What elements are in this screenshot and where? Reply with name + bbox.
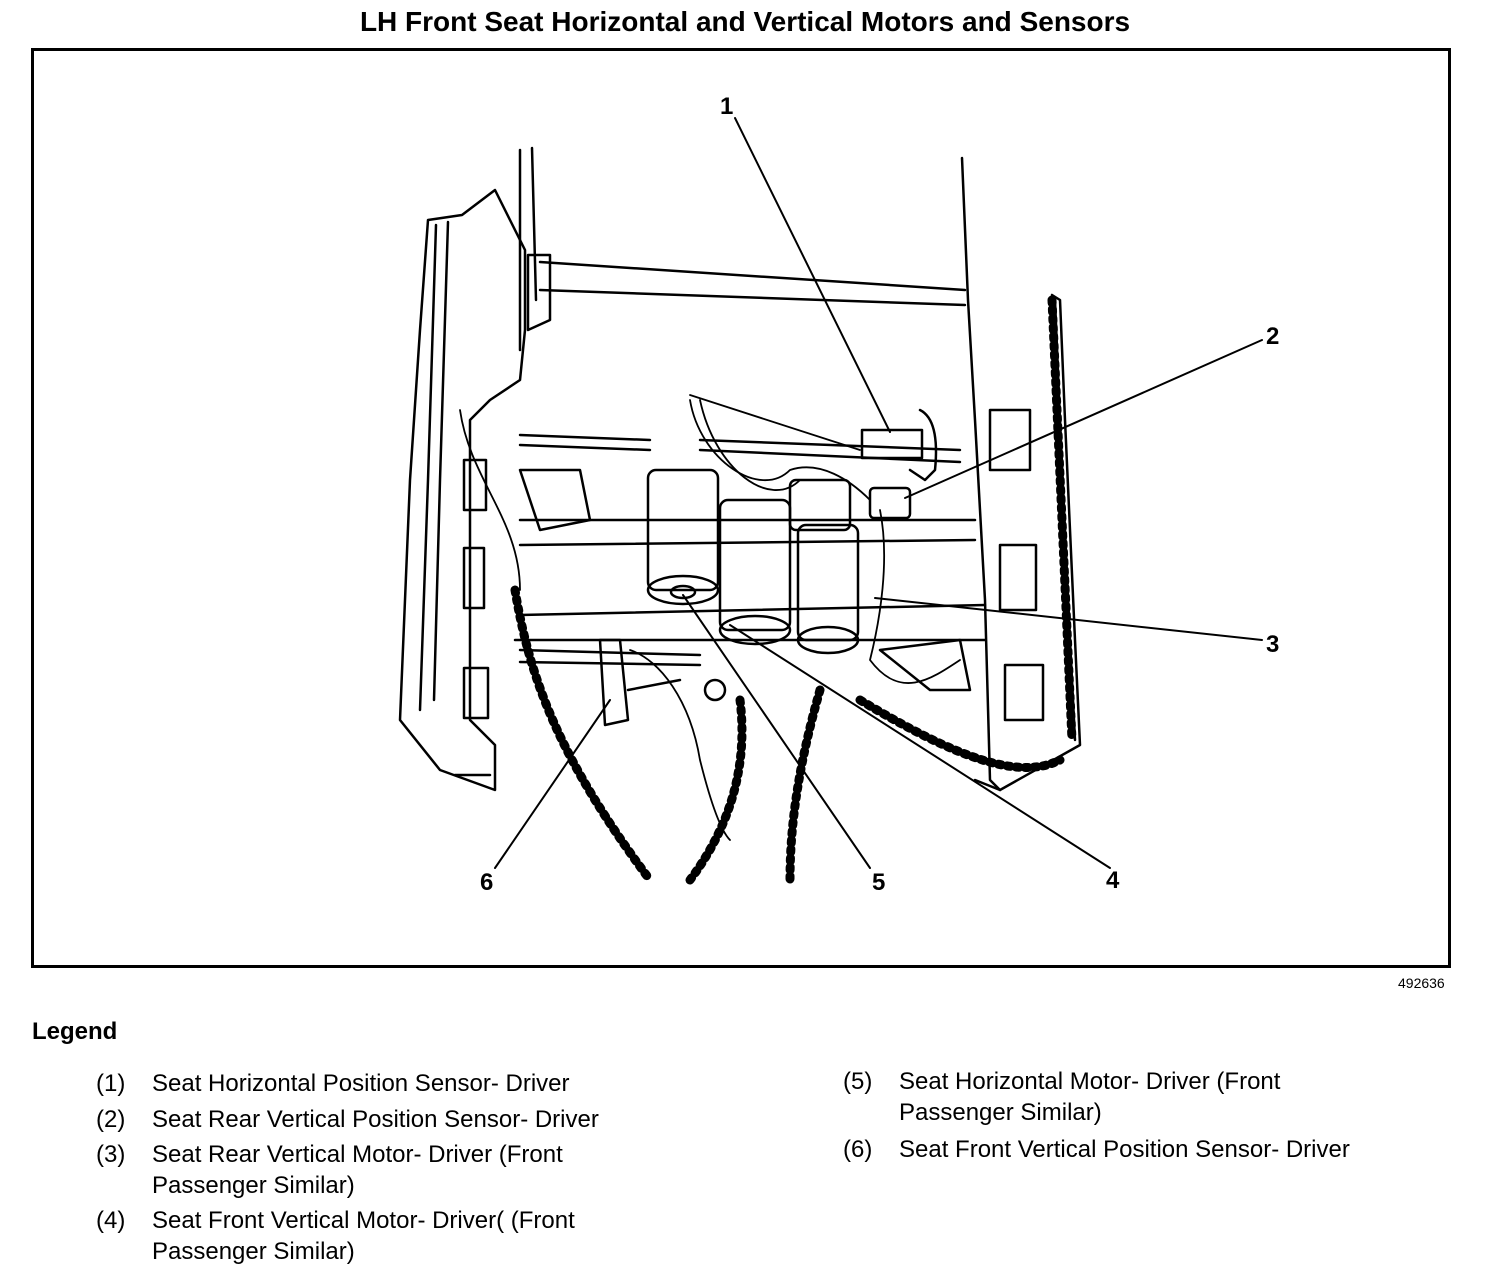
legend-item-number: (4)	[96, 1207, 126, 1234]
wiring-harness	[510, 295, 1077, 885]
horizontal-motor	[646, 468, 720, 606]
seat-mechanism-drawing: 1 2 3 4 5 6	[398, 93, 1279, 896]
legend-item-number: (1)	[96, 1070, 126, 1097]
legend-item-number: (6)	[843, 1136, 873, 1163]
diagram-title: LH Front Seat Horizontal and Vertical Mo…	[359, 6, 1131, 37]
legend-item-text: Seat Horizontal Position Sensor- Driver	[152, 1070, 570, 1097]
drive-cables	[518, 433, 972, 692]
left-side-panel	[398, 146, 538, 792]
figure-id: 492636	[1398, 975, 1445, 991]
rear-cross-member	[526, 253, 967, 332]
callout-5: 5	[872, 869, 885, 896]
legend-item-number: (2)	[96, 1106, 126, 1133]
front-vertical-motor	[718, 498, 792, 646]
front-cross-member	[513, 518, 987, 642]
legend-item-text: Seat Rear Vertical Position Sensor- Driv…	[152, 1106, 599, 1133]
wires	[459, 394, 961, 841]
legend-item-text: Seat Front Vertical Position Sensor- Dri…	[899, 1136, 1350, 1163]
diagram-frame	[31, 48, 1451, 968]
front-vertical-position-sensor	[598, 638, 727, 727]
callout-2: 2	[1266, 323, 1279, 350]
rear-vertical-position-sensor	[868, 486, 912, 520]
callout-4: 4	[1106, 867, 1120, 894]
callout-6: 6	[480, 869, 493, 896]
legend-item-number: (5)	[843, 1068, 873, 1095]
legend-item-text: Seat Rear Vertical Motor- Driver (Front …	[152, 1141, 563, 1199]
callout-1: 1	[720, 93, 733, 120]
leader-lines	[494, 117, 1263, 869]
legend-heading: Legend	[32, 1018, 118, 1045]
legend-item-text: Seat Horizontal Motor- Driver (Front Pas…	[899, 1068, 1281, 1126]
horizontal-position-sensor	[860, 408, 938, 482]
legend-item-text: Seat Front Vertical Motor- Driver( (Fron…	[152, 1207, 575, 1265]
rear-vertical-motor	[788, 478, 860, 655]
callout-3: 3	[1266, 631, 1279, 658]
legend-item-number: (3)	[96, 1141, 126, 1168]
